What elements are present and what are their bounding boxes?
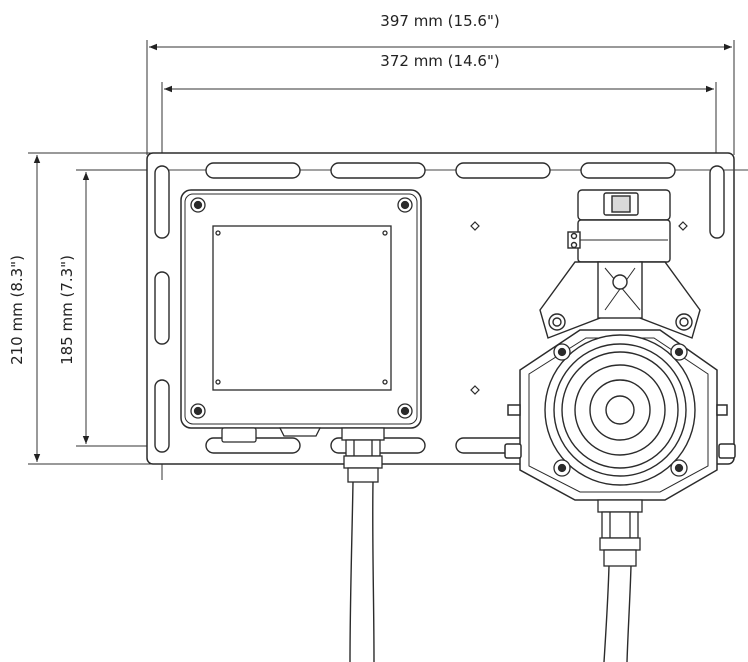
junction-box-plugs (221, 427, 322, 443)
device-lens-bolts (553, 343, 688, 477)
dimension-overall-height (28, 152, 160, 465)
right-cable-gland (597, 499, 643, 567)
junction-box (180, 189, 422, 429)
plate-slots (154, 162, 725, 454)
overall-height-label: 210 mm (8.3") (8, 255, 26, 365)
device-yoke (539, 261, 701, 339)
plate-holes (470, 221, 688, 395)
right-cable (603, 565, 632, 662)
hole-width-label: 372 mm (14.6") (380, 52, 499, 70)
left-cable-gland (341, 427, 385, 483)
device-top-bracket (567, 189, 671, 263)
overall-width-label: 397 mm (15.6") (380, 12, 499, 30)
device-lens (544, 334, 696, 486)
dimension-overall-width (146, 40, 735, 155)
hole-height-label: 185 mm (7.3") (58, 255, 76, 365)
left-cable (349, 481, 375, 662)
junction-box-screws (190, 197, 413, 419)
